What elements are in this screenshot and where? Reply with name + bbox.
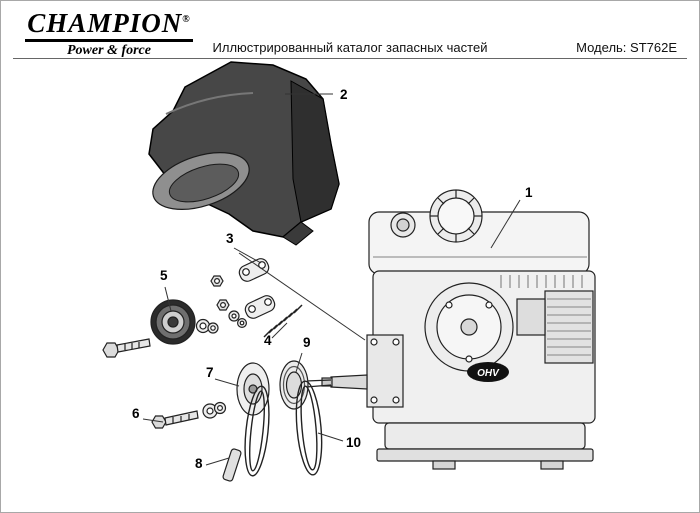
callout-7: 7	[206, 365, 240, 387]
callout-4-number: 4	[264, 333, 272, 348]
catalog-title: Иллюстрированный каталог запасных частей	[212, 40, 488, 55]
ohv-badge-text: OHV	[477, 368, 500, 379]
callout-2-number: 2	[340, 87, 348, 102]
bracket-parts-illustration	[210, 258, 276, 329]
callout-6-number: 6	[132, 406, 140, 421]
callout-10-number: 10	[346, 435, 361, 450]
callout-2: 2	[285, 87, 348, 102]
brand-name: CHAMPION®	[25, 10, 193, 42]
engine-illustration	[321, 189, 596, 470]
model-label: Модель: ST762E	[576, 40, 677, 55]
callout-6: 6	[132, 406, 164, 423]
callout-9-number: 9	[303, 335, 311, 350]
pulley-5-illustration	[102, 299, 219, 358]
callout-1-number: 1	[525, 185, 533, 200]
callout-7-number: 7	[206, 365, 214, 380]
callout-9: 9	[295, 335, 311, 373]
header-divider	[13, 58, 687, 59]
parts-diagram: OHV	[102, 61, 596, 482]
registered-mark: ®	[182, 14, 191, 25]
callout-5: 5	[160, 268, 172, 312]
bolt-6-illustration	[151, 401, 227, 429]
callout-3-number: 3	[226, 231, 234, 246]
callout-8: 8	[195, 456, 230, 471]
ohv-badge	[467, 362, 509, 382]
brand-tagline: Power & force	[67, 43, 151, 58]
callout-3: 3	[226, 231, 366, 341]
callout-4: 4	[264, 322, 288, 348]
callout-5-number: 5	[160, 268, 168, 283]
pulleys-7-9-illustration	[236, 360, 332, 416]
belt-guard-illustration	[222, 448, 242, 482]
callout-10: 10	[317, 432, 361, 450]
callout-8-number: 8	[195, 456, 203, 471]
belt-cover-illustration	[148, 61, 340, 246]
callout-1: 1	[490, 185, 533, 249]
champion-logo: CHAMPION® Power & force	[25, 10, 193, 59]
belt-illustration	[244, 380, 323, 477]
spring-illustration	[263, 304, 303, 338]
